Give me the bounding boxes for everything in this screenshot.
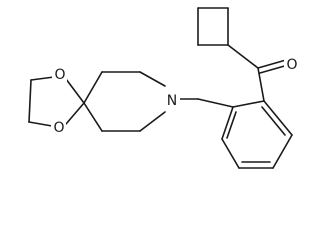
ketone-oxygen-atom: O [284,55,299,73]
carbonyl-aryl-bond [257,67,265,102]
ring-oxygen-top-atom: O [52,65,67,83]
piperidine-nitrogen-atom: N [165,91,180,109]
svg-text:O: O [53,120,64,136]
piperidine-ring [83,71,166,132]
structure-canvas: O O N O [28,7,299,169]
dioxolane-ring [28,76,85,127]
svg-text:O: O [54,67,65,83]
cyclobutyl-ring [197,7,229,46]
carbonyl-double-bond [257,59,289,74]
svg-text:N: N [167,93,177,109]
skeletal-formula: O O N O [28,7,299,169]
svg-text:O: O [286,57,297,73]
cyclobutyl-carbonyl-bond [227,44,259,69]
benzene-ring [221,100,293,169]
aryl-methylene-bond [197,98,234,108]
ring-oxygen-bottom-atom: O [51,118,66,136]
